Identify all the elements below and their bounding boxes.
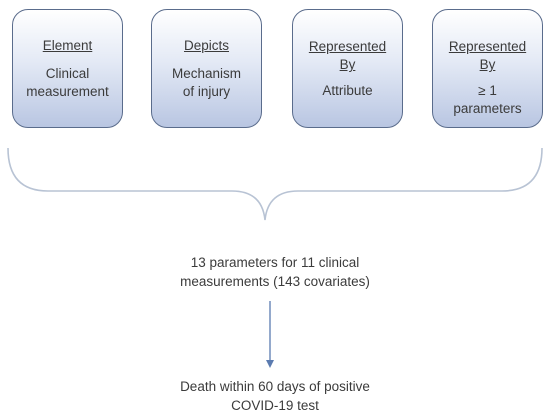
- depicts-body: Mechanism of injury: [171, 66, 242, 99]
- outcome-line-1: Death within 60 days of positive: [180, 379, 370, 394]
- represented-by-heading-2: Represented By: [448, 39, 527, 72]
- outcome-line-2: COVID-19 test: [231, 398, 319, 413]
- represented-by-heading: Represented By: [308, 39, 387, 72]
- summary-line-1: 13 parameters for 11 clinical: [190, 255, 360, 270]
- attribute-body: Attribute: [322, 83, 373, 98]
- represented-by-parameters-box: Represented By ≥ 1 parameters: [432, 9, 543, 128]
- outcome-text: Death within 60 days of positive COVID-1…: [0, 377, 550, 415]
- depicts-heading: Depicts: [183, 38, 229, 53]
- arrow-head-icon: [266, 360, 274, 368]
- summary-text: 13 parameters for 11 clinical measuremen…: [0, 253, 550, 291]
- depicts-box: Depicts Mechanism of injury: [151, 9, 262, 128]
- summary-line-2: measurements (143 covariates): [180, 274, 370, 289]
- element-box: Element Clinical measurement: [12, 9, 123, 128]
- element-body: Clinical measurement: [26, 66, 109, 99]
- parameters-body: ≥ 1 parameters: [453, 83, 522, 116]
- element-heading: Element: [42, 38, 93, 53]
- curly-brace: [7, 147, 543, 221]
- represented-by-attribute-box: Represented By Attribute: [292, 9, 403, 128]
